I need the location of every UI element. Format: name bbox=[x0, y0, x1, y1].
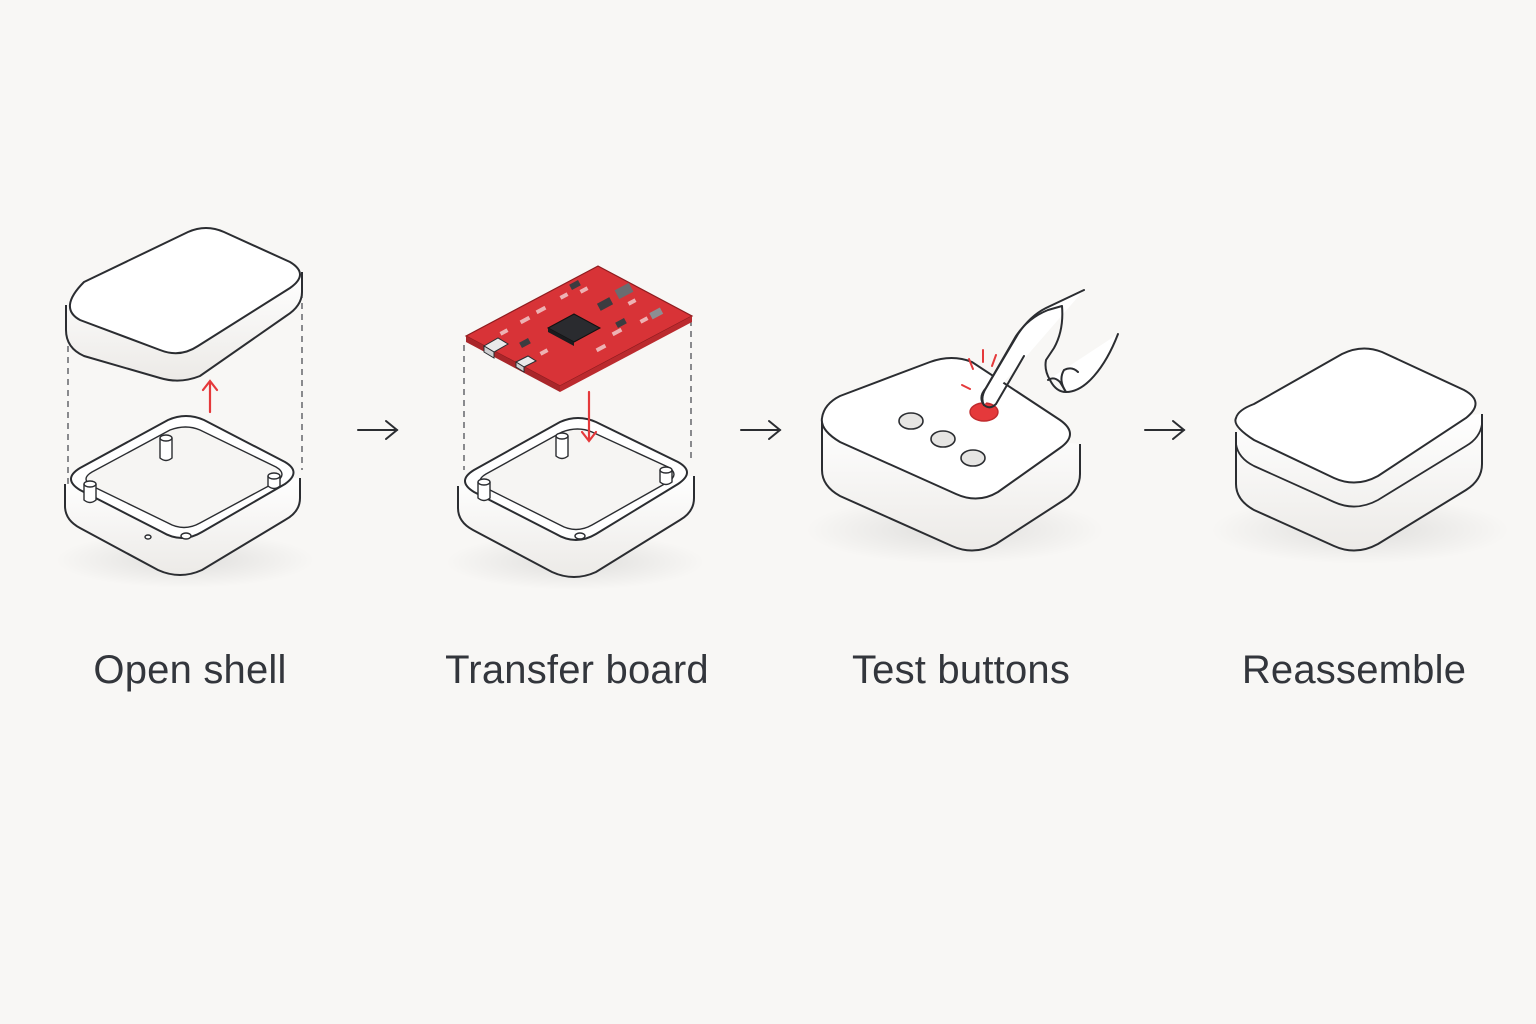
step-label-transfer-board: Transfer board bbox=[445, 648, 709, 692]
device-assembled bbox=[1234, 347, 1483, 552]
device-closed bbox=[820, 357, 1081, 552]
arrow-right-icon bbox=[357, 420, 399, 440]
arrow-right-icon bbox=[740, 420, 782, 440]
step-label-test-buttons: Test buttons bbox=[851, 648, 1071, 692]
open-shell-illustration bbox=[55, 227, 315, 588]
transfer-board-illustration bbox=[445, 265, 705, 590]
device-button bbox=[898, 412, 924, 430]
hand-pointer-icon bbox=[980, 289, 1119, 409]
reassemble-illustration bbox=[1210, 347, 1510, 564]
shell-base bbox=[64, 415, 301, 576]
lift-arrow-icon bbox=[201, 379, 219, 414]
step-label-open-shell: Open shell bbox=[93, 648, 287, 692]
arrow-right-icon bbox=[1144, 420, 1186, 440]
device-button bbox=[930, 430, 956, 448]
circuit-board bbox=[464, 265, 694, 392]
shell-base bbox=[457, 417, 695, 578]
device-button bbox=[960, 449, 986, 467]
test-buttons-illustration bbox=[805, 289, 1119, 564]
shell-lid bbox=[65, 227, 303, 382]
step-label-reassemble: Reassemble bbox=[1241, 648, 1467, 692]
insert-arrow-icon bbox=[580, 390, 598, 443]
